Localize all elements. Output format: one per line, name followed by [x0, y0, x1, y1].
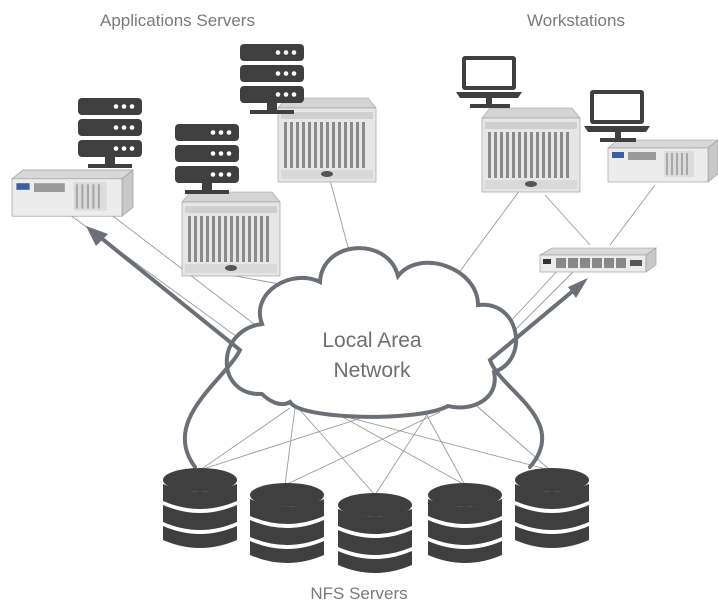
database-icon	[338, 493, 412, 573]
laptop-icon	[584, 90, 650, 132]
applications-servers-label: Applications Servers	[100, 11, 255, 30]
database-icon	[163, 468, 237, 548]
lan-label-line2: Network	[333, 359, 411, 382]
application-server-desktop[interactable]	[11, 169, 134, 217]
cloud-icon	[224, 246, 519, 419]
lan-label-line1: Local Area	[322, 329, 422, 352]
network-switch[interactable]	[538, 247, 657, 273]
data-flow-arrows	[93, 231, 582, 469]
network-chassis[interactable]	[481, 107, 581, 193]
database-icon	[428, 483, 502, 563]
database-icon	[250, 483, 324, 563]
arrow-head-right	[568, 278, 588, 298]
laptop-icon	[456, 56, 522, 98]
workstation-desktop[interactable]	[607, 139, 718, 183]
server-rack-icon	[78, 98, 142, 168]
lan-label: Local Area Network	[262, 326, 482, 386]
network-links	[69, 179, 656, 496]
server-rack-icon	[175, 124, 239, 194]
database-icon	[515, 468, 589, 548]
nfs-servers-label: NFS Servers	[310, 584, 408, 603]
arrow-head-left	[86, 226, 108, 246]
workstations-label: Workstations	[527, 11, 625, 30]
network-chassis[interactable]	[181, 191, 281, 277]
